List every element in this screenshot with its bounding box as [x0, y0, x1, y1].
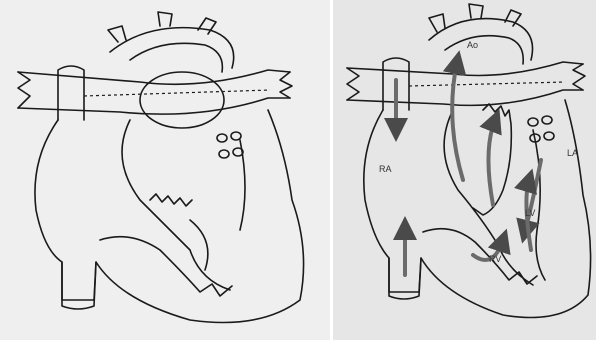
right-panel-background [333, 0, 596, 340]
label-left-ventricle: LV [525, 208, 535, 218]
heart-drawing-right: Ao RA LA LV RV [333, 0, 596, 340]
label-left-atrium: LA [567, 148, 578, 158]
label-right-atrium: RA [379, 164, 392, 174]
heart-diagram-left [0, 0, 330, 340]
left-panel-background [0, 0, 330, 340]
heart-drawing-left [0, 0, 330, 340]
heart-diagram-right: Ao RA LA LV RV [333, 0, 596, 340]
label-right-ventricle: RV [489, 254, 501, 264]
label-aorta: Ao [467, 40, 478, 50]
